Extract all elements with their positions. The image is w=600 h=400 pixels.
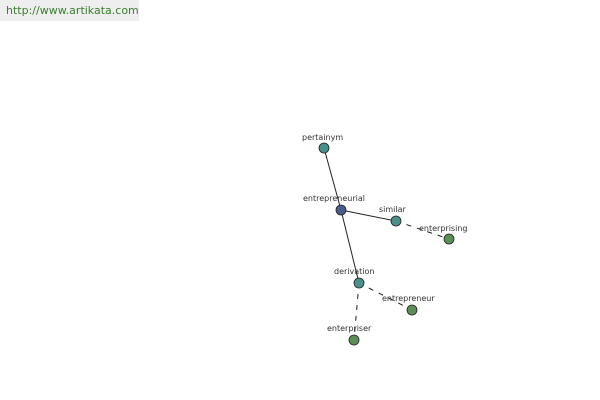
node-label-entrepreneurial: entrepreneurial xyxy=(303,194,365,203)
edge-pertainym-entrepreneurial xyxy=(323,147,342,211)
node-circle-similar[interactable] xyxy=(390,215,402,227)
node-enterprising[interactable]: enterprising xyxy=(419,224,467,245)
node-similar[interactable]: similar xyxy=(379,205,407,227)
edge-derivation-enterpriser xyxy=(353,282,360,341)
node-pertainym[interactable]: pertainym xyxy=(302,133,343,154)
edge-entrepreneurial-similar xyxy=(340,209,397,222)
node-circle-enterpriser[interactable] xyxy=(348,334,360,346)
site-url-link[interactable]: http://www.artikata.com xyxy=(0,0,139,21)
node-entrepreneurial[interactable]: entrepreneurial xyxy=(303,194,365,216)
node-label-enterpriser: enterpriser xyxy=(327,324,372,333)
node-circle-enterprising[interactable] xyxy=(443,233,455,245)
node-derivation[interactable]: derivation xyxy=(334,267,374,289)
edge-similar-enterprising xyxy=(395,220,450,240)
node-circle-pertainym[interactable] xyxy=(318,142,330,154)
node-enterpriser[interactable]: enterpriser xyxy=(327,324,372,346)
node-circle-entrepreneurial[interactable] xyxy=(335,204,347,216)
node-label-enterprising: enterprising xyxy=(419,224,467,233)
node-label-derivation: derivation xyxy=(334,267,374,276)
node-circle-derivation[interactable] xyxy=(353,277,365,289)
node-label-entrepreneur: entrepreneur xyxy=(382,294,435,303)
node-circle-entrepreneur[interactable] xyxy=(406,304,418,316)
graph-nodes: pertainym entrepreneurial similar enterpris… xyxy=(302,133,467,346)
node-label-similar: similar xyxy=(379,205,407,214)
node-entrepreneur[interactable]: entrepreneur xyxy=(382,294,435,316)
node-label-pertainym: pertainym xyxy=(302,133,343,142)
graph-edges xyxy=(323,147,450,341)
edge-entrepreneurial-derivation xyxy=(340,209,360,284)
